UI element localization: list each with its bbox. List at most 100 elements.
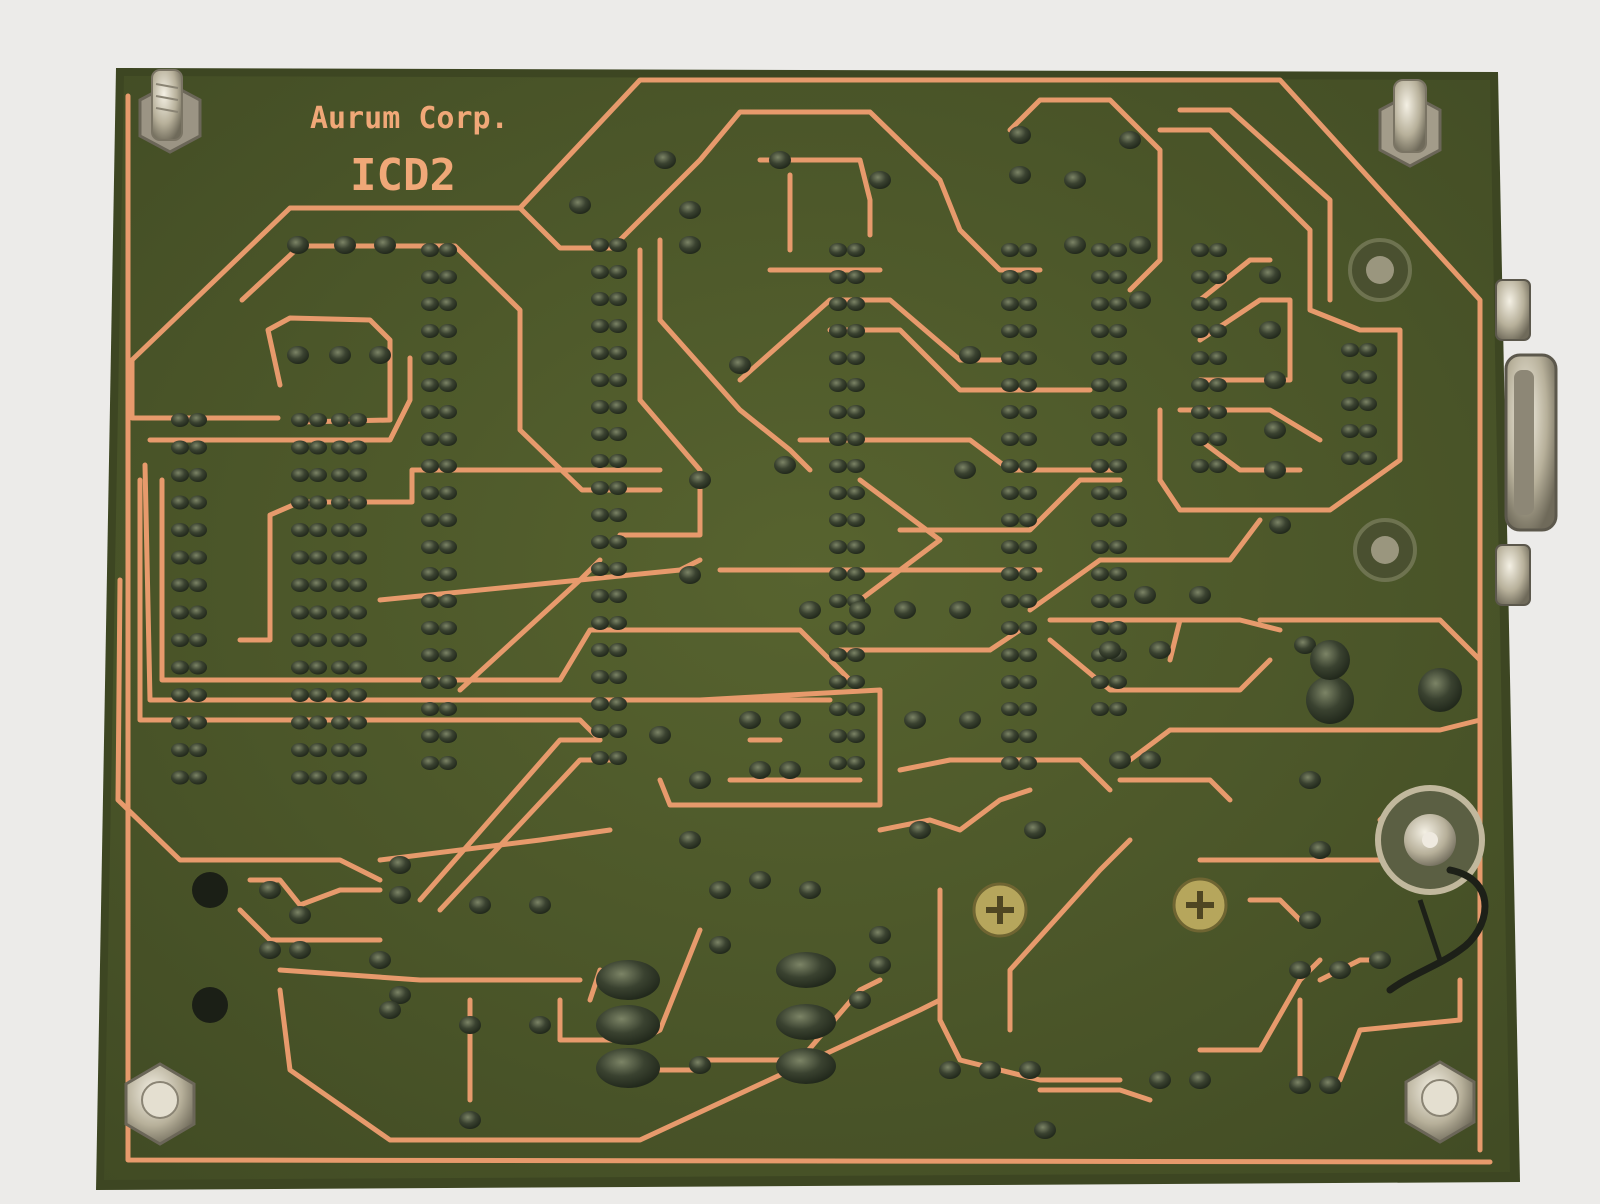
solder-pad	[171, 440, 189, 455]
solder-pad	[1001, 432, 1019, 446]
solder-pad	[171, 605, 189, 620]
solder-pad	[591, 400, 609, 414]
solder-pad	[1209, 378, 1227, 392]
solder-pad	[189, 523, 207, 537]
solder-pad	[1091, 432, 1109, 446]
solder-pad	[609, 616, 627, 630]
solder-pad	[421, 540, 439, 554]
solder-pad	[609, 535, 627, 549]
solder-pad	[1001, 351, 1019, 365]
solder-pad	[1091, 594, 1109, 608]
solder-pad	[171, 633, 189, 647]
solder-pad	[1001, 378, 1019, 392]
solder-pad	[331, 743, 349, 757]
solder-pad	[439, 621, 457, 635]
solder-pad	[1019, 675, 1037, 689]
circuit-board	[96, 68, 1520, 1190]
solder-pad	[291, 605, 309, 620]
solder-pad	[1091, 324, 1109, 338]
solder-pad	[1191, 270, 1209, 284]
solder-pad	[1109, 297, 1127, 311]
solder-pad	[591, 697, 609, 711]
solder-pad	[309, 605, 327, 620]
solder-pad	[309, 660, 327, 675]
solder-pad	[331, 578, 349, 592]
solder-pad	[847, 351, 865, 365]
solder-pad	[1091, 459, 1109, 473]
solder-pad	[847, 567, 865, 581]
solder-pad	[529, 1016, 551, 1034]
solder-pad	[591, 238, 609, 252]
solder-pad	[1019, 270, 1037, 284]
solder-pad	[1091, 567, 1109, 581]
solder-pad	[829, 567, 847, 581]
solder-pad	[309, 413, 327, 427]
solder-pad	[591, 670, 609, 684]
solder-pad	[309, 715, 327, 730]
solder-pad	[1191, 243, 1209, 257]
solder-pad	[1341, 370, 1359, 384]
solder-pad	[1109, 351, 1127, 365]
solder-pad	[291, 660, 309, 675]
solder-pad	[609, 292, 627, 306]
solder-pad	[1034, 1121, 1056, 1139]
solder-pad	[679, 566, 701, 584]
solder-pad	[189, 578, 207, 592]
solder-pad	[949, 601, 971, 619]
solder-pad	[309, 578, 327, 592]
solder-pad	[1109, 324, 1127, 338]
solder-pad	[1001, 621, 1019, 635]
solder-pad	[829, 270, 847, 284]
solder-pad	[829, 351, 847, 365]
solder-pad	[847, 405, 865, 419]
solder-pad	[1341, 451, 1359, 465]
solder-pad	[829, 540, 847, 554]
solder-pad	[189, 413, 207, 427]
solder-pad	[439, 648, 457, 662]
solder-pad	[1129, 236, 1151, 254]
solder-pad	[679, 236, 701, 254]
solder-pad	[331, 688, 349, 702]
solder-pad	[847, 378, 865, 392]
solder-pad	[609, 562, 627, 576]
solder-pad	[171, 413, 189, 427]
solder-pad	[1001, 702, 1019, 716]
solder-pad	[609, 319, 627, 333]
solder-pad	[769, 151, 791, 169]
standoff-top-right	[1378, 79, 1442, 168]
solder-pad	[1109, 751, 1131, 769]
solder-pad	[829, 486, 847, 500]
solder-pad	[1209, 432, 1227, 446]
solder-pad	[847, 324, 865, 338]
solder-pad	[591, 346, 609, 360]
solder-pad	[779, 761, 801, 779]
solder-pad	[1109, 567, 1127, 581]
solder-pad	[469, 896, 491, 914]
solder-pad	[1001, 270, 1019, 284]
solder-pad	[591, 265, 609, 279]
solder-pad	[349, 715, 367, 730]
solder-pad	[1019, 486, 1037, 500]
solder-pad	[1191, 432, 1209, 446]
solder-pad	[1001, 243, 1019, 257]
solder-pad	[679, 201, 701, 219]
solder-pad	[591, 427, 609, 441]
solder-pad	[171, 688, 189, 702]
solder-pad	[609, 643, 627, 657]
solder-pad	[939, 1061, 961, 1079]
solder-pad	[1359, 424, 1377, 438]
solder-pad	[1091, 486, 1109, 500]
solder-pad	[1149, 641, 1171, 659]
solder-pad	[1091, 270, 1109, 284]
solder-pad	[439, 540, 457, 554]
solder-pad	[439, 270, 457, 284]
solder-pad	[1209, 297, 1227, 311]
solder-pad	[689, 771, 711, 789]
solder-pad	[1139, 751, 1161, 769]
solder-pad	[904, 711, 926, 729]
solder-pad	[1191, 351, 1209, 365]
solder-pad	[291, 413, 309, 427]
solder-pad	[421, 486, 439, 500]
solder-pad	[609, 265, 627, 279]
